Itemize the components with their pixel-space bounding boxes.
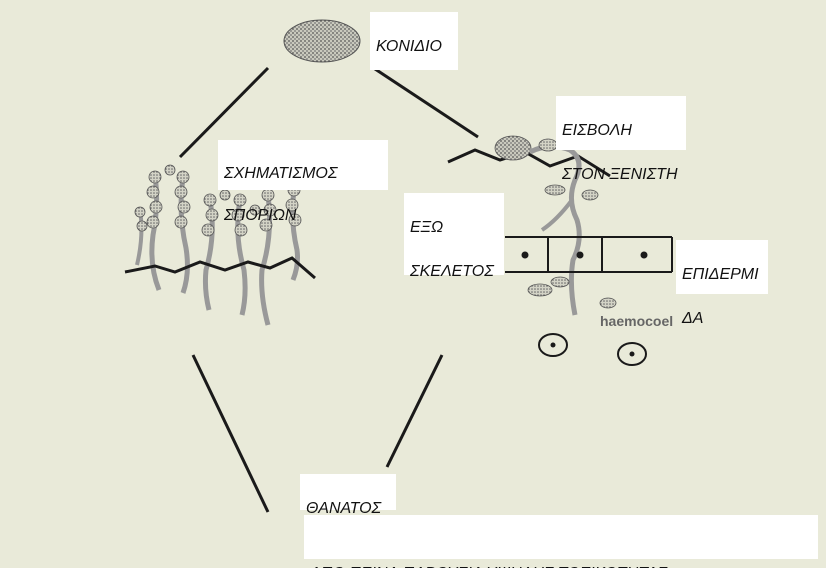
label-exoskeleton: ΕΞΩ ΣΚΕΛΕΤΟΣ [404,193,504,275]
cycle-line-bottom-left [193,355,268,512]
epidermis-cells [505,237,672,272]
haemocoel-cells [539,334,646,365]
label-conidio: ΚΟΝΙΔΙΟ [370,12,458,70]
label-epidermis: ΕΠΙΔΕΡΜΙ ΔΑ [676,240,768,294]
invading-conidium [495,136,531,160]
label-death: ΘΑΝΑΤΟΣ [300,474,396,510]
label-sporulation: ΣΧΗΜΑΤΙΣΜΟΣ ΣΠΟΡΙΩΝ [218,140,388,190]
cycle-line-bottom-right [387,355,442,467]
label-invasion: ΕΙΣΒΟΛΗ ΣΤΟΝ ΞΕΝΙΣΤΗ [556,96,686,150]
label-death-cause: ΑΠΟ ΠΕΙΝΑ,ΠΑΡΟΥΣΙΑ ΥΨΗΛΗΣ ΤΟΞΙΚΟΤΗΤΑΣ [304,515,818,559]
conidium-spore [284,20,360,62]
label-haemocoel: haemocoel [600,313,673,329]
